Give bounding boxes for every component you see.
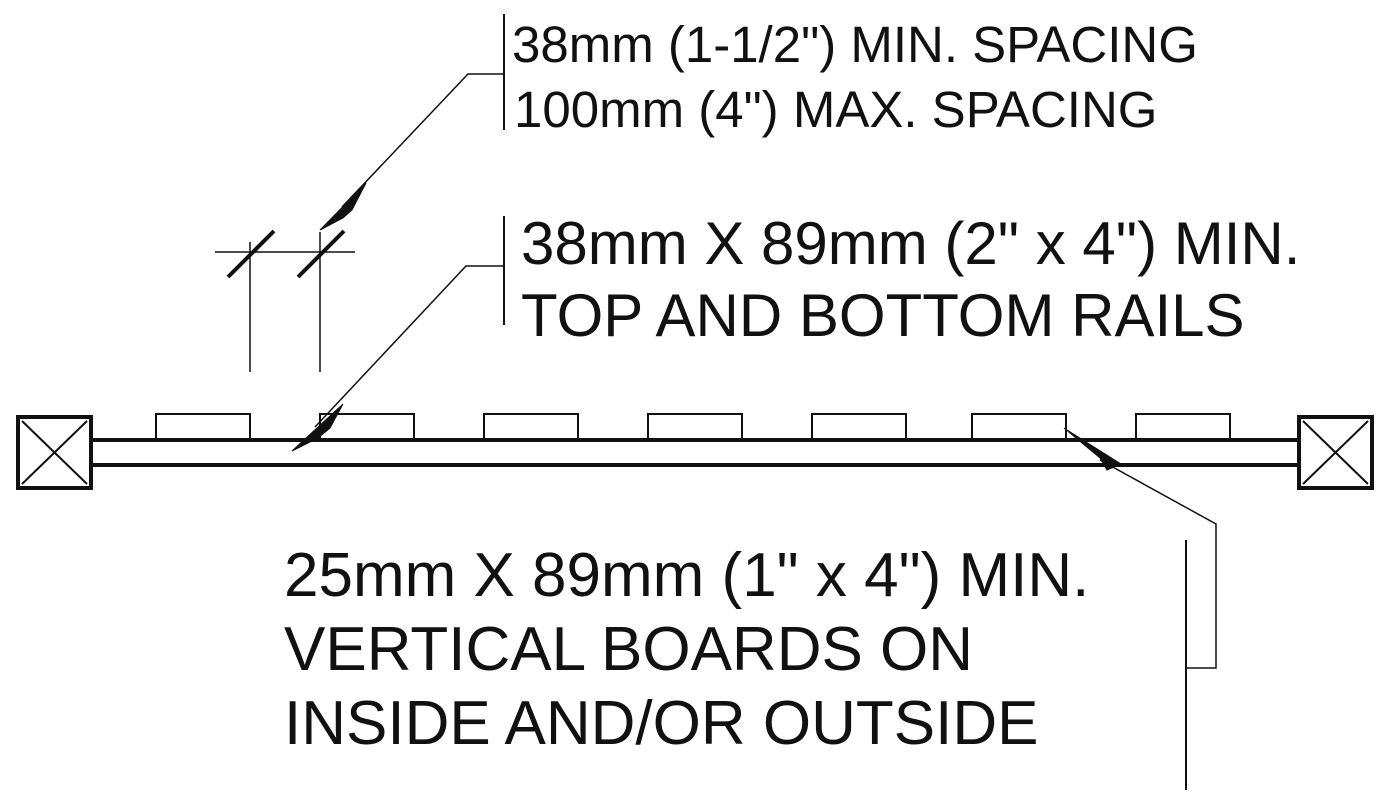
spacing-leader bbox=[319, 14, 505, 231]
boards-label-line3: INSIDE AND/OR OUTSIDE bbox=[284, 689, 1038, 758]
spacing-label-line2: 100mm (4") MAX. SPACING bbox=[514, 81, 1157, 138]
boards-leader bbox=[1063, 427, 1217, 790]
board bbox=[647, 413, 743, 441]
board bbox=[811, 413, 907, 441]
board bbox=[155, 413, 251, 441]
rail bbox=[91, 438, 1299, 467]
rails-leader bbox=[291, 216, 505, 452]
board bbox=[971, 413, 1067, 441]
boards-label-line1: 25mm X 89mm (1" x 4") MIN. bbox=[284, 541, 1089, 610]
boards-label-line2: VERTICAL BOARDS ON bbox=[284, 615, 973, 684]
board bbox=[1135, 413, 1231, 441]
spacing-label-line1: 38mm (1-1/2") MIN. SPACING bbox=[512, 16, 1198, 73]
board bbox=[483, 413, 579, 441]
rails-label-line2: TOP AND BOTTOM RAILS bbox=[521, 282, 1245, 349]
left-post bbox=[16, 415, 93, 490]
spacing-dimension bbox=[215, 229, 355, 372]
right-post bbox=[1297, 415, 1374, 490]
rails-label-line1: 38mm X 89mm (2" x 4") MIN. bbox=[521, 210, 1300, 277]
